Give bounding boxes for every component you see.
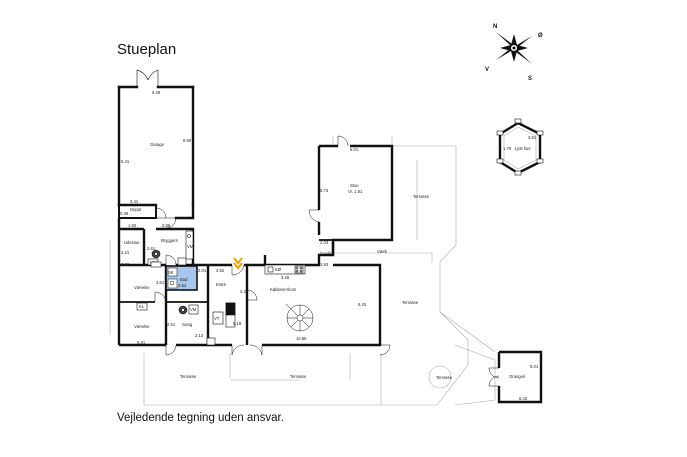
bryggers-label: Bryggers — [161, 238, 178, 243]
orangeri-door-icon — [488, 367, 500, 387]
lysthus-structure — [496, 118, 544, 176]
gardin-label: Gardin — [320, 251, 333, 256]
compass-v-label: V — [485, 67, 489, 73]
dim-koekken-top: 3.26 — [281, 275, 290, 280]
disclaimer-text: Vejledende tegning uden ansvar. — [117, 412, 284, 424]
dim-lysthus: 1.76 — [503, 146, 512, 151]
interior-doors — [154, 254, 391, 356]
dim-orangeri-right: 5.01 — [530, 364, 539, 369]
dim-udestue-right: 2.61 — [147, 246, 156, 251]
dim-entre-top: 3.92 — [216, 268, 225, 273]
dim-garage-top: 6.28 — [152, 90, 161, 95]
udestue-label: Udestue — [124, 240, 140, 245]
dim-orangeri-bottom: 6.43 — [519, 396, 528, 401]
dim-vaerelse-1: 3.61 — [156, 280, 165, 285]
garage-label: Garage — [150, 142, 165, 147]
compass-rose-icon — [496, 32, 532, 64]
dim-udestue-left: 3.21 — [121, 250, 130, 255]
page-title: Stueplan — [117, 41, 177, 58]
dim-gardin: 2.03 — [320, 240, 329, 245]
stue-label: Stue — [350, 183, 359, 188]
bad-label: Bad — [180, 277, 188, 282]
koekken-label: Køkken/Alrum — [270, 287, 297, 292]
dim-udestue-top: 1.83 — [128, 223, 137, 228]
vaerelse-1-label: Værelse — [134, 285, 150, 290]
orangeri-walls — [497, 350, 543, 404]
garage-walls — [117, 85, 195, 220]
dim-lysthus-2: 3.61 — [528, 135, 537, 140]
dim-vaerelse-3: 2.61 — [167, 322, 176, 327]
terrasse-2-label: Terrasse — [402, 300, 419, 305]
gardin-walls — [318, 239, 333, 265]
entre-label: Entré — [216, 282, 227, 287]
fixture-ko: KØ — [275, 267, 282, 272]
entre-door-icon — [231, 264, 245, 276]
fixture-vm: VM — [190, 307, 197, 312]
dim-depot-2: 0.38 — [120, 211, 129, 216]
vaerkst-label: Værk — [377, 249, 388, 254]
dim-stue-left: 6.73 — [320, 188, 329, 193]
dim-entre-right: 2.47 — [240, 289, 249, 294]
dim-koekken-right: 6.43 — [358, 302, 367, 307]
dim-vaerelse-2: 6.41 — [137, 340, 146, 345]
entrance-arrow-icon — [233, 257, 243, 270]
compass-o-label: Ø — [538, 33, 543, 39]
spiral-staircase-icon — [285, 303, 314, 332]
fixture-sk: SK — [168, 270, 174, 275]
depot-walls — [118, 205, 157, 219]
garage-door-icon — [136, 69, 159, 87]
fixture-vt: VT — [214, 316, 220, 321]
wardrobe-fixtures — [136, 261, 162, 311]
dim-bryggers-top: 2.86 — [162, 223, 171, 228]
stue-door-icon — [308, 135, 349, 223]
laundry-fixtures — [178, 302, 236, 346]
dim-vaerelse-top: 3.66 — [121, 262, 130, 267]
dim-bad-top: 2.01 — [198, 268, 207, 273]
gang-label: Gang — [182, 322, 193, 327]
dim-gardin-2: 1.93 — [320, 262, 329, 267]
dim-garage-left: 6.41 — [121, 159, 130, 164]
dim-gang: 2.13 — [195, 333, 204, 338]
house-walls — [119, 144, 394, 347]
compass-s-label: S — [528, 76, 532, 82]
dim-bad: 2.64 — [178, 283, 187, 288]
vaerelse-2-label: Værelse — [134, 324, 150, 329]
compass-n-label: N — [493, 24, 497, 30]
dim-garage-right: 6.90 — [183, 138, 192, 143]
bathroom — [165, 265, 198, 291]
terrasse-3-label: Terrasse — [180, 374, 197, 379]
orangeri-label: Orangeri — [509, 374, 525, 379]
terrasse-1-label: Terrasse — [413, 194, 430, 199]
fixture-kl: KL — [139, 304, 145, 309]
terrasse-4-label: Terrasse — [290, 374, 307, 379]
kitchen-fixtures — [264, 264, 306, 275]
fixture-vm-bryggers: VM — [187, 244, 194, 249]
dim-stue-top: 5.01 — [350, 147, 359, 152]
terrasse-5-label: Terrasse — [436, 375, 453, 380]
depot-label: Depot — [130, 207, 142, 212]
lysthus-label: Lyst hus — [515, 146, 530, 151]
dim-depot: 3.41 — [130, 199, 139, 204]
dim-gang-2: 5.19 — [233, 321, 242, 326]
stue-sub-label: Vr. 1.81 — [348, 189, 363, 194]
dim-koekken-bottom: 10.66 — [296, 336, 307, 341]
